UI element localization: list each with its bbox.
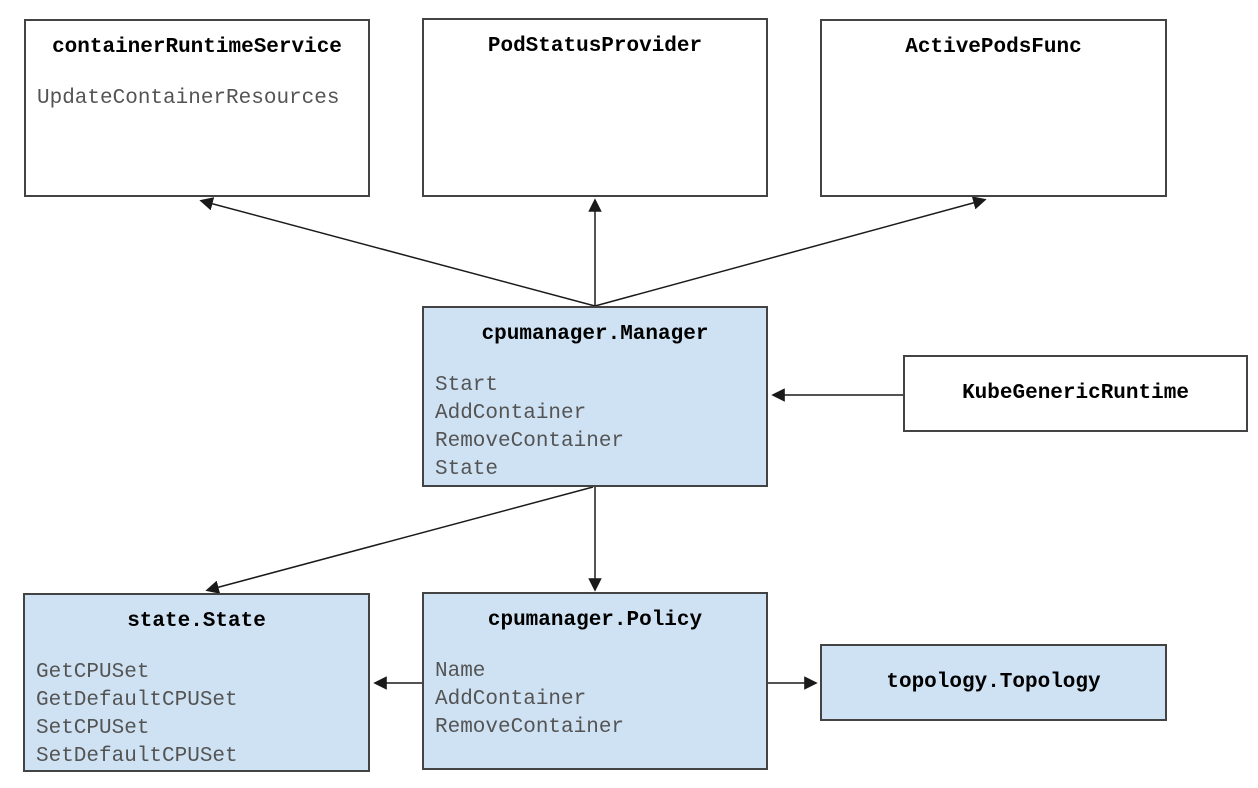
method-label: Start — [435, 374, 499, 397]
node-title: topology.Topology — [886, 670, 1101, 694]
node-title: state.State — [127, 610, 266, 633]
node-container-runtime-service: containerRuntimeService UpdateContainerR… — [24, 19, 370, 197]
arrow-manager-to-state-state — [205, 486, 594, 594]
arrow-manager-to-container-runtime-service — [199, 197, 596, 307]
method-label: Name — [435, 660, 486, 683]
node-method-list: Start AddContainer RemoveContainer State — [435, 372, 766, 484]
node-kube-generic-runtime: KubeGenericRuntime — [903, 355, 1248, 432]
node-topology-topology: topology.Topology — [820, 644, 1167, 721]
arrow-manager-to-active-pods-func — [594, 196, 987, 307]
node-pod-status-provider: PodStatusProvider — [422, 18, 768, 197]
method-label: UpdateContainerResources — [37, 87, 340, 110]
method-label: State — [435, 458, 499, 481]
method-label: SetDefaultCPUSet — [36, 745, 238, 768]
method-label: AddContainer — [435, 688, 587, 711]
node-method-list: Name AddContainer RemoveContainer — [435, 658, 766, 742]
node-title: cpumanager.Manager — [481, 323, 709, 346]
method-label: RemoveContainer — [435, 716, 625, 739]
node-title: ActivePodsFunc — [905, 36, 1082, 59]
method-label: SetCPUSet — [36, 717, 150, 740]
node-title: containerRuntimeService — [52, 36, 342, 59]
node-active-pods-func: ActivePodsFunc — [820, 19, 1167, 197]
node-title: cpumanager.Policy — [487, 609, 703, 632]
node-cpumanager-manager: cpumanager.Manager Start AddContainer Re… — [422, 306, 768, 487]
node-title: PodStatusProvider — [487, 35, 703, 58]
node-state-state: state.State GetCPUSet GetDefaultCPUSet S… — [23, 593, 370, 772]
node-cpumanager-policy: cpumanager.Policy Name AddContainer Remo… — [422, 592, 768, 770]
node-method-list: GetCPUSet GetDefaultCPUSet SetCPUSet Set… — [36, 659, 368, 771]
node-title: KubeGenericRuntime — [962, 381, 1189, 405]
method-label: GetDefaultCPUSet — [36, 689, 238, 712]
method-label: AddContainer — [435, 402, 587, 425]
method-label: GetCPUSet — [36, 661, 150, 684]
method-label: RemoveContainer — [435, 430, 625, 453]
node-method-list: UpdateContainerResources — [37, 85, 368, 113]
